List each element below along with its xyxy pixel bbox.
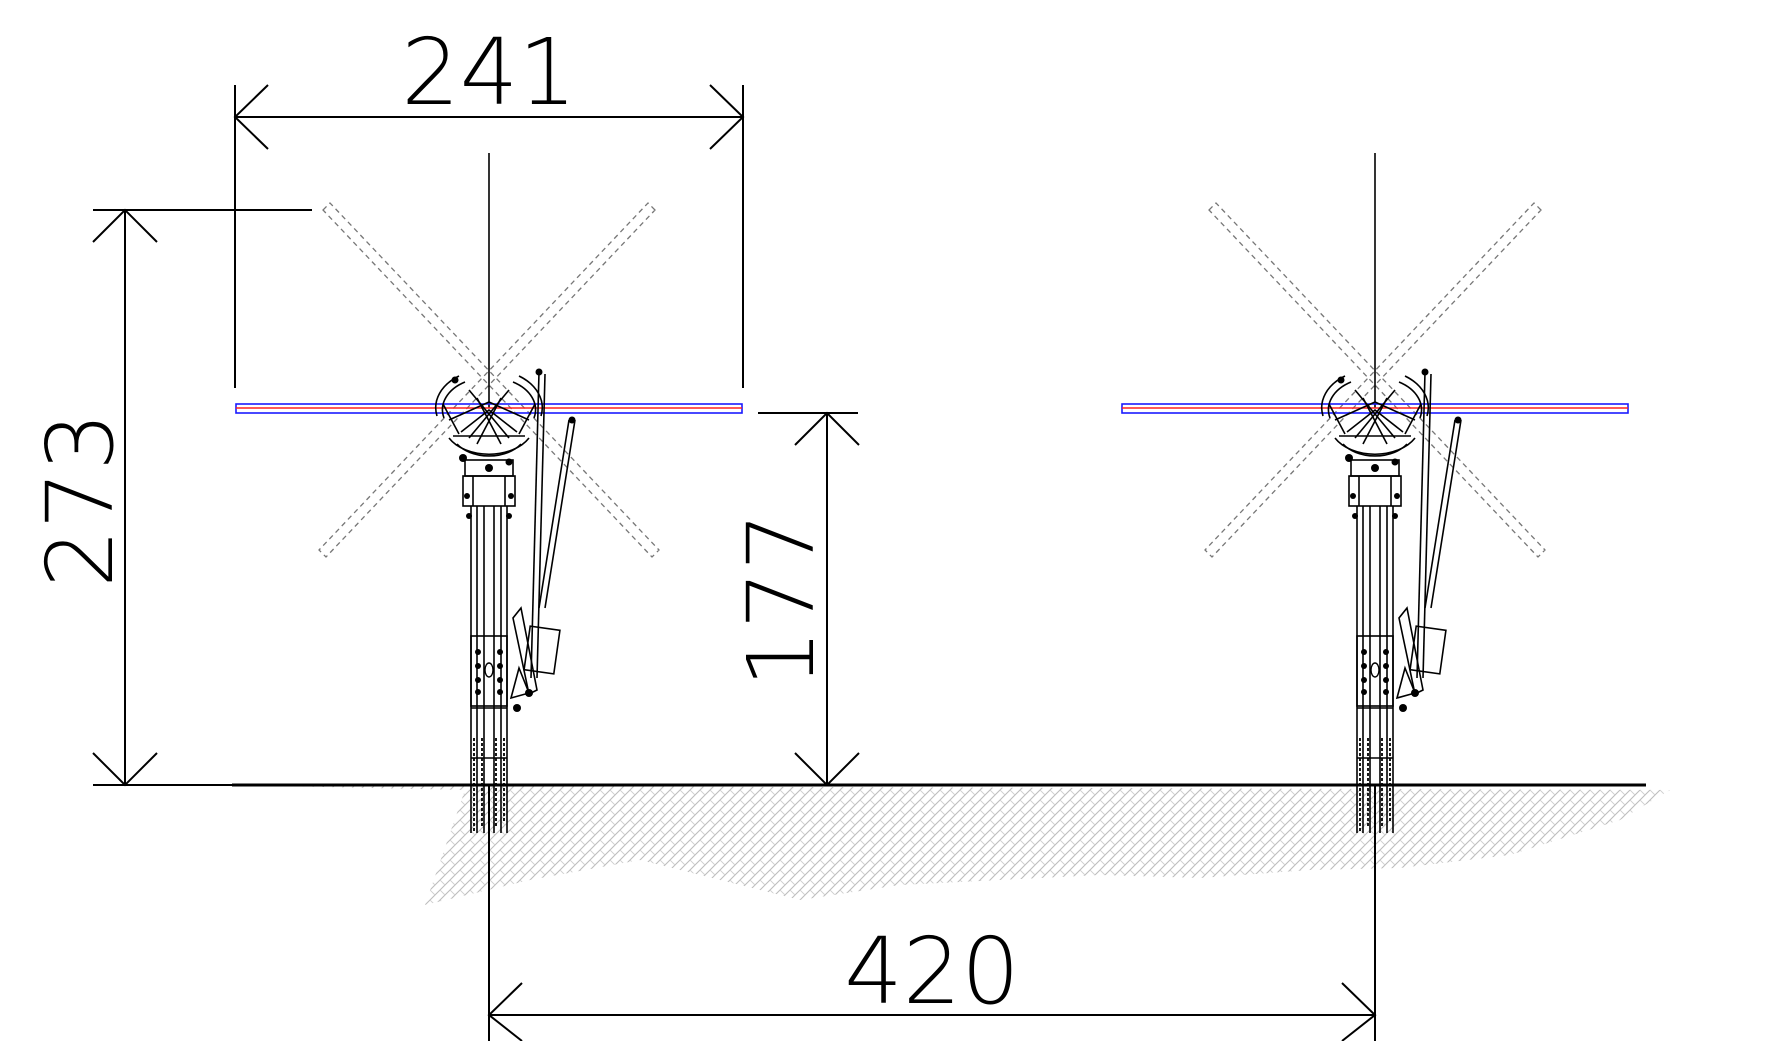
solar-tracker-left: [235, 152, 743, 834]
dimension-label-177: 177: [728, 512, 835, 688]
dimension-row-spacing: 420: [487, 785, 1377, 1041]
dimension-panel-width: 241: [233, 19, 745, 388]
dimension-label-273: 273: [27, 412, 134, 588]
soil-hatch: [232, 785, 1670, 905]
dimension-label-420: 420: [844, 918, 1020, 1025]
dimension-label-241: 241: [401, 19, 577, 126]
dimension-total-height: 273: [27, 208, 312, 787]
dimension-panel-height: 177: [728, 411, 860, 787]
solar-tracker-right: [1121, 152, 1629, 834]
